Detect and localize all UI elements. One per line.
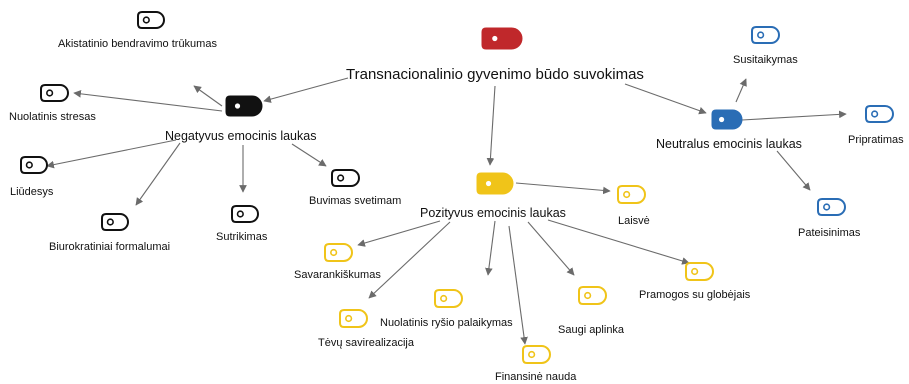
connector-arrow	[741, 110, 847, 121]
connector-arrow	[135, 142, 181, 206]
connector-arrow	[515, 182, 611, 195]
tag-icon	[711, 109, 743, 130]
tag-icon	[101, 213, 129, 231]
negative-item-label: Liūdesys	[10, 186, 54, 198]
tag-icon	[481, 27, 523, 50]
positive-item-label: Nuolatinis ryšio palaikymas	[380, 317, 513, 329]
connector-arrow	[291, 143, 327, 167]
tag-icon	[225, 95, 263, 117]
neutral-item-label: Pripratimas	[848, 134, 904, 146]
connector-arrow	[735, 78, 747, 103]
positive-item-label: Tėvų savirealizacija	[318, 337, 414, 349]
connector-arrow	[776, 150, 811, 191]
negative-item-label: Sutrikimas	[216, 231, 268, 243]
negative-item-label: Nuolatinis stresas	[9, 111, 96, 123]
connector-arrow	[73, 90, 223, 112]
tag-icon	[331, 169, 360, 187]
tag-icon	[20, 156, 48, 174]
neutral-item-label: Susitaikymas	[733, 54, 798, 66]
tag-icon	[476, 172, 514, 195]
connector-arrow	[368, 221, 451, 299]
tag-icon	[578, 286, 607, 305]
positive-item-label: Finansinė nauda	[495, 371, 577, 383]
tag-icon	[617, 185, 646, 204]
connector-arrow	[486, 85, 496, 166]
tag-icon	[231, 205, 259, 223]
tag-icon	[434, 289, 463, 308]
negative-item-label: Buvimas svetimam	[309, 195, 402, 207]
tag-icon	[685, 262, 714, 281]
tag-icon	[40, 84, 69, 102]
positive-item-label: Savarankiškumas	[294, 269, 381, 281]
connector-arrow	[263, 77, 349, 103]
tag-icon	[817, 198, 846, 216]
connector-arrow	[624, 83, 707, 115]
negative-item-label: Biurokratiniai formalumai	[49, 241, 171, 253]
neutral-hub-label: Neutralus emocinis laukas	[656, 137, 802, 151]
connector-arrow	[527, 221, 575, 276]
connector-arrow	[547, 219, 690, 265]
connector-arrow	[357, 220, 441, 247]
connector-arrow	[485, 220, 496, 276]
negative-hub-label: Negatyvus emocinis laukas	[165, 129, 317, 143]
tag-icon	[137, 11, 165, 29]
tag-icon	[339, 309, 368, 328]
tag-icon	[522, 345, 551, 364]
positive-hub-label: Pozityvus emocinis laukas	[420, 206, 566, 220]
positive-item-label: Saugi aplinka	[558, 324, 625, 336]
positive-item-label: Laisvė	[618, 215, 650, 227]
negative-item-label: Akistatinio bendravimo trūkumas	[58, 38, 217, 50]
root-label: Transnacionalinio gyvenimo būdo suvokima…	[346, 66, 644, 83]
tag-icon	[865, 105, 894, 123]
connector-arrow	[193, 85, 223, 107]
positive-item-label: Pramogos su globėjais	[639, 289, 751, 301]
connector-arrow	[46, 139, 177, 169]
tag-icon	[751, 26, 780, 44]
neutral-item-label: Pateisinimas	[798, 227, 861, 239]
connector-arrow	[508, 225, 528, 345]
tag-icon	[324, 243, 353, 262]
